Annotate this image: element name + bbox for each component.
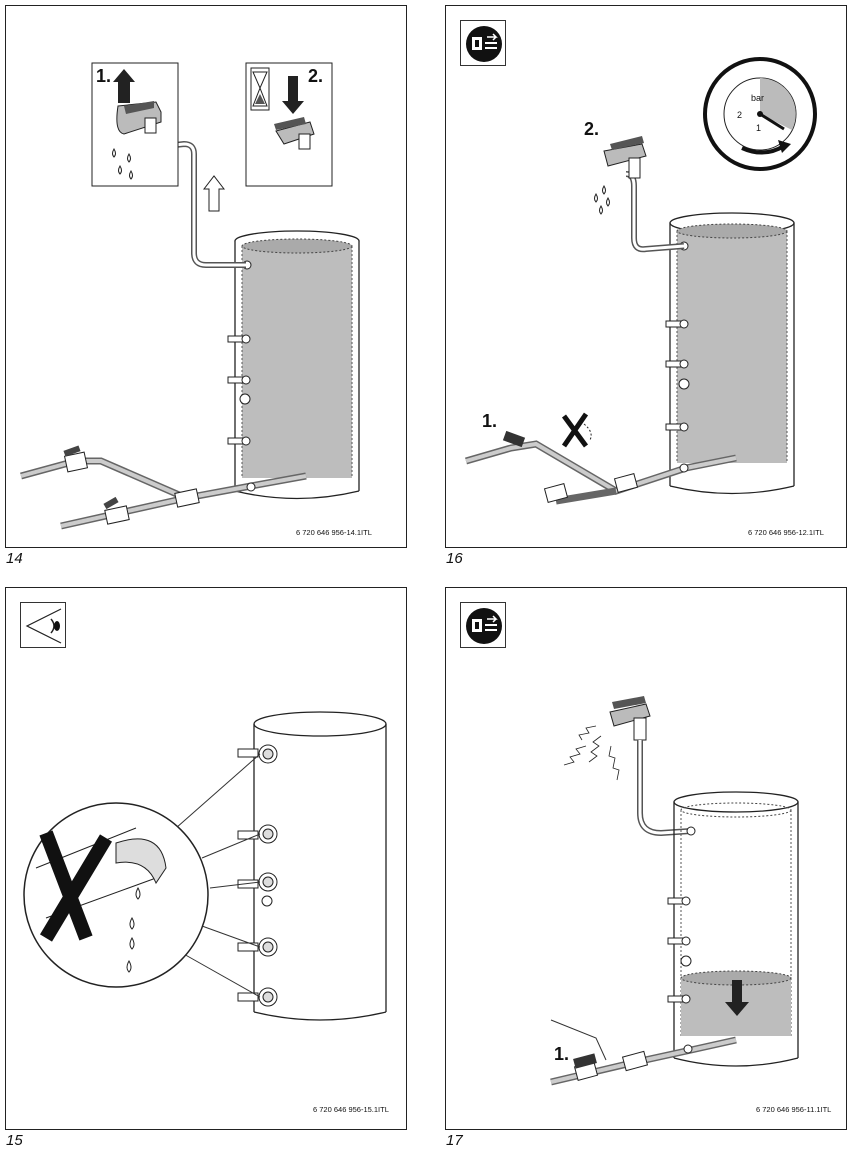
figure-15-illustration (23, 711, 387, 1021)
figure-17-illustration (550, 696, 799, 1086)
figure-16-illustration (465, 57, 817, 505)
figure-14-panel: 1. 2. 6 720 646 956-14.1ITL (5, 5, 407, 548)
figure-number: 14 (6, 550, 23, 567)
power-disconnect-icon-box (460, 20, 506, 66)
figure-reference-code: 6 720 646 956-12.1ITL (748, 528, 824, 537)
power-disconnect-icon-box (460, 602, 506, 648)
visual-inspection-icon-box (20, 602, 66, 648)
gauge-unit-label: bar (751, 93, 765, 103)
step-2-label: 2. (308, 66, 324, 86)
figure-number: 15 (6, 1132, 23, 1149)
step-1-label: 1. (554, 1044, 570, 1064)
step-2-label: 2. (584, 119, 600, 139)
figure-reference-code: 6 720 646 956-11.1ITL (756, 1105, 832, 1114)
step-1-label: 1. (482, 411, 498, 431)
step-1-label: 1. (96, 66, 112, 86)
figure-16-panel: 2. 1. bar 2 1 6 720 646 956-12.1ITL (445, 5, 847, 548)
hourglass-icon (250, 67, 270, 111)
visual-inspection-icon (25, 608, 62, 644)
figure-15-panel: 6 720 646 956-15.1ITL (5, 587, 407, 1130)
figure-17-panel: 1. 6 720 646 956-11.1ITL (445, 587, 847, 1130)
figure-reference-code: 6 720 646 956-15.1ITL (313, 1105, 389, 1114)
arrow-down-icon (282, 76, 304, 114)
gauge-tick-2: 2 (737, 110, 743, 120)
power-disconnect-icon (466, 608, 502, 644)
power-disconnect-icon (466, 26, 502, 62)
figure-number: 17 (446, 1132, 463, 1149)
figure-14-illustration (20, 62, 360, 530)
arrow-down-icon (725, 980, 749, 1016)
figure-reference-code: 6 720 646 956-14.1ITL (296, 528, 372, 537)
figure-number: 16 (446, 550, 463, 567)
gauge-tick-1: 1 (756, 123, 762, 133)
arrow-up-icon (113, 69, 135, 103)
